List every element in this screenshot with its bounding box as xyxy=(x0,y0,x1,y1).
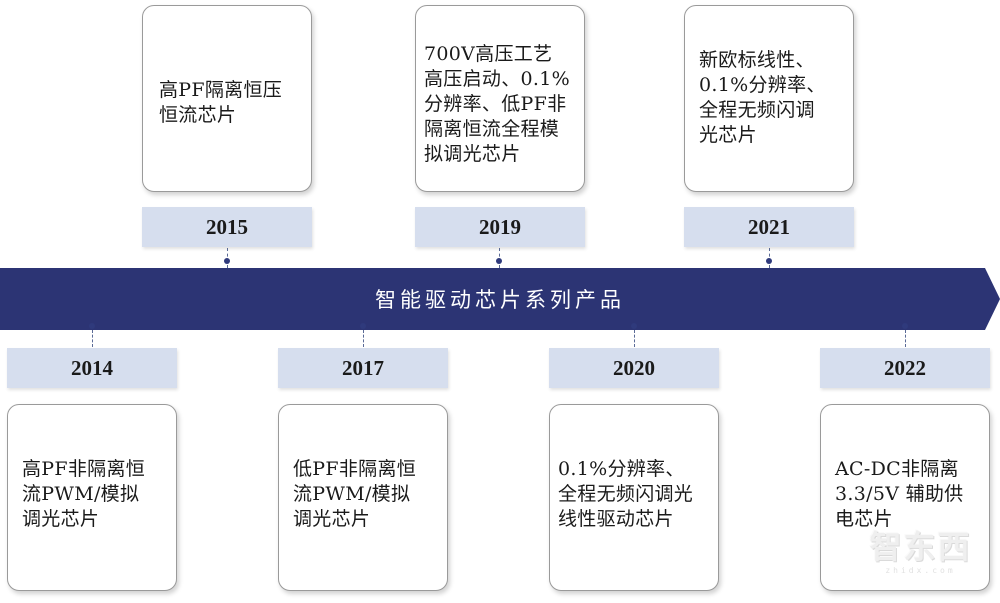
connector-2022 xyxy=(905,330,906,347)
milestone-card-2020: 0.1%分辨率、 全程无频闪调光 线性驱动芯片 xyxy=(549,404,719,591)
year-label-2021: 2021 xyxy=(684,207,854,247)
milestone-desc-2014: 高PF非隔离恒 流PWM/模拟 调光芯片 xyxy=(22,458,146,530)
milestone-desc-2022: AC-DC非隔离 3.3/5V 辅助供 电芯片 xyxy=(835,458,964,530)
year-label-2017: 2017 xyxy=(278,348,448,388)
connector-2020 xyxy=(634,330,635,347)
milestone-card-2021: 新欧标线性、 0.1%分辨率、 全程无频闪调 光芯片 xyxy=(684,5,854,192)
year-label-2022: 2022 xyxy=(820,348,990,388)
connector-dot-2021 xyxy=(766,258,772,264)
connector-dot-2019 xyxy=(496,258,502,264)
connector-dot-2014 xyxy=(89,323,95,329)
milestone-desc-2017: 低PF非隔离恒 流PWM/模拟 调光芯片 xyxy=(293,458,417,530)
milestone-desc-2021: 新欧标线性、 0.1%分辨率、 全程无频闪调 光芯片 xyxy=(699,49,826,146)
watermark-logo: 智东西 zhidx.com xyxy=(853,528,988,580)
watermark-url: zhidx.com xyxy=(885,566,956,575)
timeline-band xyxy=(0,268,1000,330)
milestone-desc-2019: 700V高压工艺 高压启动、0.1% 分辨率、低PF非 隔离恒流全程模 拟调光芯… xyxy=(424,43,570,165)
connector-2017 xyxy=(363,330,364,347)
milestone-card-2015: 高PF隔离恒压 恒流芯片 xyxy=(142,5,312,192)
milestone-desc-2015: 高PF隔离恒压 恒流芯片 xyxy=(159,79,283,126)
milestone-card-2019: 700V高压工艺 高压启动、0.1% 分辨率、低PF非 隔离恒流全程模 拟调光芯… xyxy=(415,5,585,192)
year-label-2019: 2019 xyxy=(415,207,585,247)
year-label-2015: 2015 xyxy=(142,207,312,247)
connector-dot-2015 xyxy=(224,258,230,264)
milestone-desc-2020: 0.1%分辨率、 全程无频闪调光 线性驱动芯片 xyxy=(558,458,694,530)
connector-dot-2020 xyxy=(631,323,637,329)
year-label-2014: 2014 xyxy=(7,348,177,388)
connector-dot-2017 xyxy=(360,323,366,329)
timeline-title: 智能驱动芯片系列产品 xyxy=(375,288,625,312)
connector-2014 xyxy=(92,330,93,347)
watermark-text: 智东西 xyxy=(869,528,972,566)
year-label-2020: 2020 xyxy=(549,348,719,388)
connector-dot-2022 xyxy=(902,323,908,329)
milestone-card-2017: 低PF非隔离恒 流PWM/模拟 调光芯片 xyxy=(278,404,448,591)
milestone-card-2022: AC-DC非隔离 3.3/5V 辅助供 电芯片 xyxy=(820,404,990,591)
milestone-card-2014: 高PF非隔离恒 流PWM/模拟 调光芯片 xyxy=(7,404,177,591)
